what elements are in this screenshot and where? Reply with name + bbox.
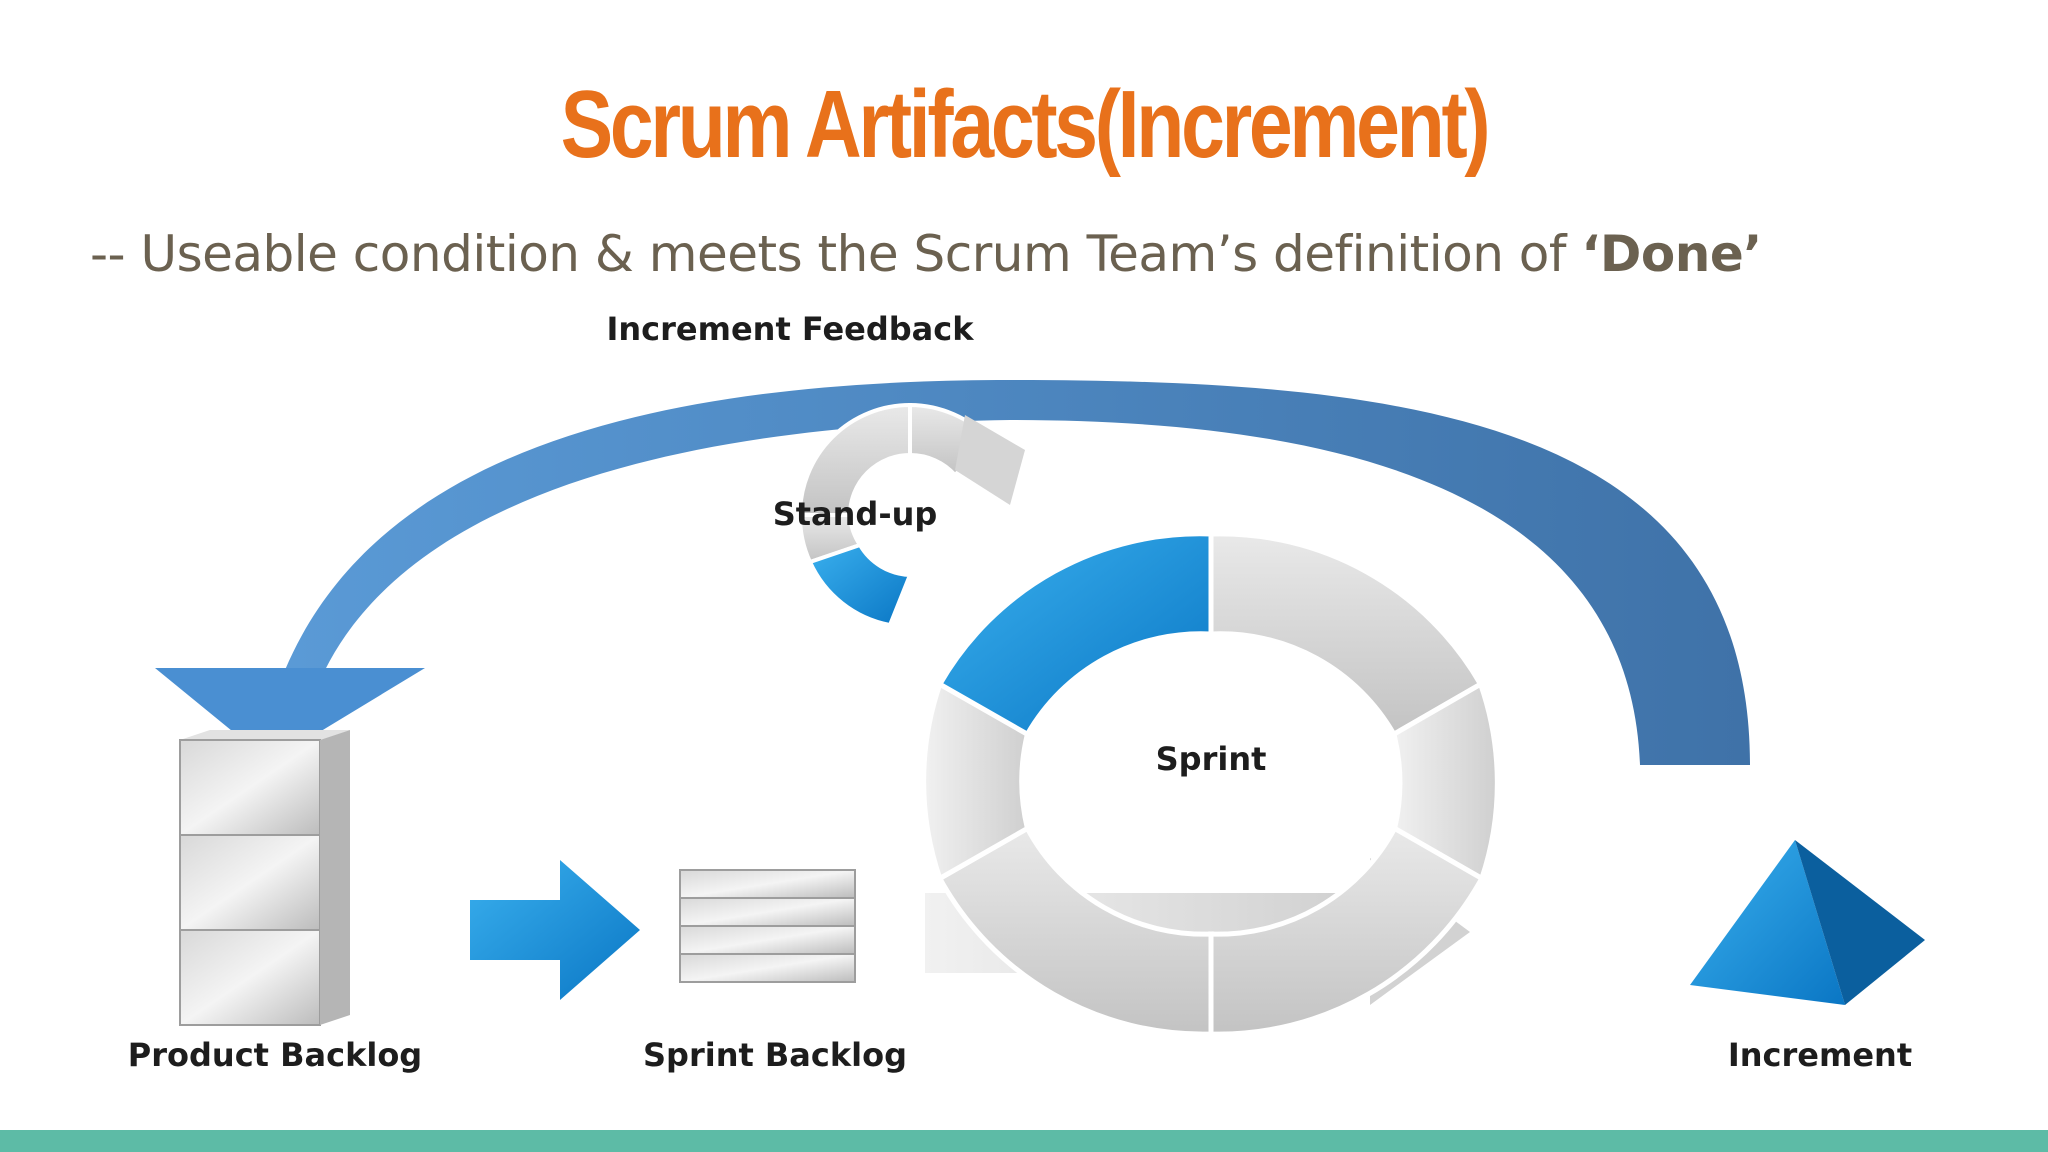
sprint-backlog-stack [679,869,856,983]
increment-feedback-label: Increment Feedback [606,310,974,348]
product-backlog-label: Product Backlog [128,1036,422,1074]
footer-accent-bar [0,1130,2048,1152]
subtitle-done: ‘Done’ [1581,225,1762,283]
increment-label: Increment [1728,1036,1912,1074]
slide-subtitle: -- Useable condition & meets the Scrum T… [90,225,1762,283]
increment-feedback-arrow [155,380,1750,765]
sprint-backlog-label: Sprint Backlog [643,1036,907,1074]
stand-up-label: Stand-up [773,495,938,533]
subtitle-text: -- Useable condition & meets the Scrum T… [90,225,1582,283]
sprint-label: Sprint [1156,740,1267,778]
increment-pyramid [1690,840,1925,1005]
sprint-cycle [921,531,1500,1037]
slide-title: Scrum Artifacts(Increment) [560,71,1491,178]
to-sprint-backlog-arrow [470,860,640,1000]
stand-up-cycle [797,402,1025,628]
product-backlog-cubes [179,730,350,1026]
scrum-increment-diagram: Increment Feedback Stand-up Sprint Produ… [128,310,1925,1074]
